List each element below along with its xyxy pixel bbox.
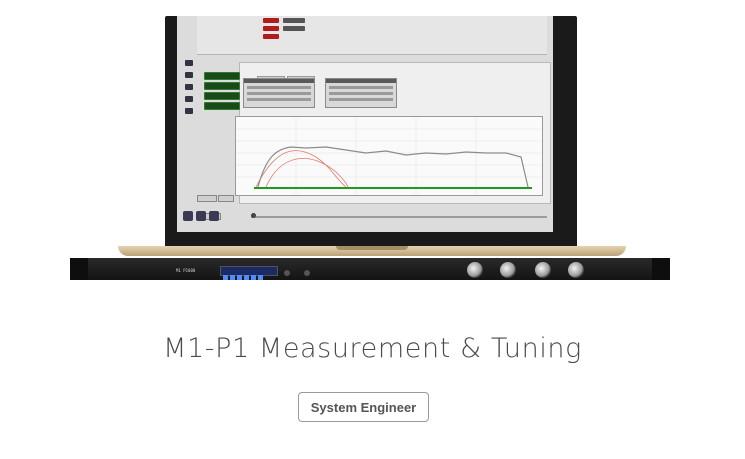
channel-list xyxy=(204,72,240,112)
channel-item xyxy=(204,102,240,110)
people-icon xyxy=(185,60,193,66)
speaker-icon xyxy=(185,96,193,102)
laptop-notch xyxy=(336,246,408,250)
rack-ear-left xyxy=(70,258,88,280)
page-title: M1-P1 Measurement & Tuning xyxy=(163,333,582,364)
timeline-handle xyxy=(251,213,256,218)
channel-button xyxy=(283,26,305,31)
channel-button xyxy=(283,18,305,23)
xlr-connector xyxy=(500,262,516,278)
system-engineer-tag-button[interactable]: System Engineer xyxy=(298,392,429,422)
bottom-toolbar xyxy=(183,208,222,226)
bottom-tabs xyxy=(197,189,257,220)
device-icon xyxy=(185,108,193,114)
channel-item xyxy=(204,82,240,90)
processing-block xyxy=(325,78,397,108)
frequency-response-graph xyxy=(235,116,543,196)
processing-block xyxy=(243,78,315,108)
xlr-connector xyxy=(535,262,551,278)
channel-button xyxy=(263,34,279,39)
channel-item xyxy=(204,72,240,80)
channel-button xyxy=(263,18,279,23)
laptop-screen xyxy=(177,16,553,232)
rack-button xyxy=(284,270,290,276)
mode-icon xyxy=(209,211,219,221)
xlr-connector xyxy=(568,262,584,278)
timeline-track xyxy=(251,216,547,218)
side-toolbar xyxy=(183,60,195,230)
settings-icon xyxy=(183,211,193,221)
xlr-connector xyxy=(467,262,483,278)
channel-item xyxy=(204,92,240,100)
rack-display xyxy=(220,266,278,280)
cloud-icon xyxy=(185,84,193,90)
rack-ear-right xyxy=(652,258,670,280)
network-icon xyxy=(185,72,193,78)
rack-front-label: M1 P1000 xyxy=(176,268,196,273)
screen-top-panel xyxy=(197,16,547,55)
tuning-icon xyxy=(196,211,206,221)
laptop-base xyxy=(118,246,626,256)
product-hero-image: M1 P1000 xyxy=(70,16,670,280)
selector-strip xyxy=(257,70,317,83)
channel-button xyxy=(263,26,279,31)
rack-button xyxy=(304,270,310,276)
